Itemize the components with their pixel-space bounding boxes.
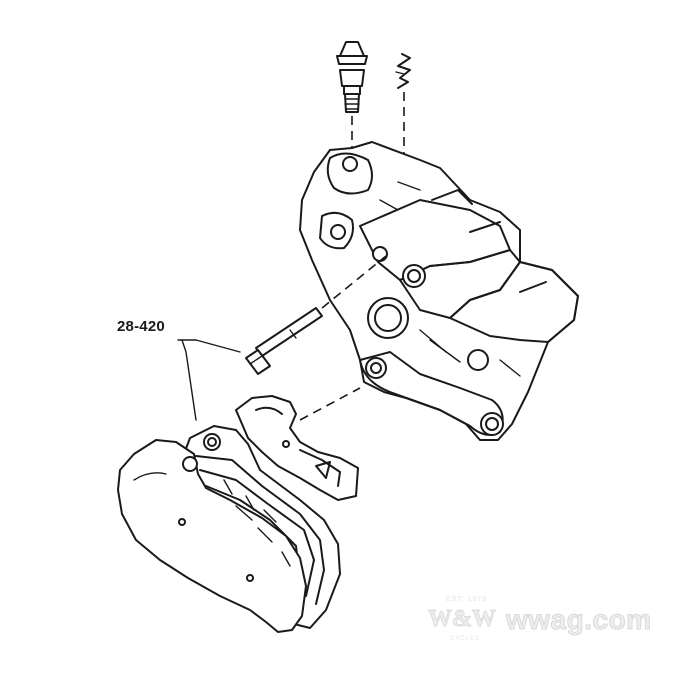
watermark-est-text: EST. 1978 bbox=[446, 596, 488, 603]
watermark-url: wwag.com bbox=[506, 604, 652, 636]
anti-rattle-spring bbox=[235, 395, 359, 501]
pad-pin-28-420 bbox=[245, 307, 323, 375]
spring-guide-line bbox=[299, 387, 361, 421]
pin-guide-line bbox=[321, 255, 387, 309]
bleeder-cap bbox=[336, 41, 368, 65]
part-number-label: 28-420 bbox=[117, 318, 165, 335]
bleeder-screw bbox=[339, 69, 365, 113]
watermark-logo: W&W bbox=[428, 606, 497, 633]
spring-clip bbox=[395, 53, 411, 89]
label-leader-lines bbox=[177, 339, 241, 421]
caliper-body bbox=[299, 141, 579, 441]
site-watermark: EST. 1978 W&W wwag.com CYCLES bbox=[428, 596, 658, 658]
brake-pad-set bbox=[117, 425, 341, 633]
watermark-tagline: CYCLES bbox=[450, 636, 481, 642]
